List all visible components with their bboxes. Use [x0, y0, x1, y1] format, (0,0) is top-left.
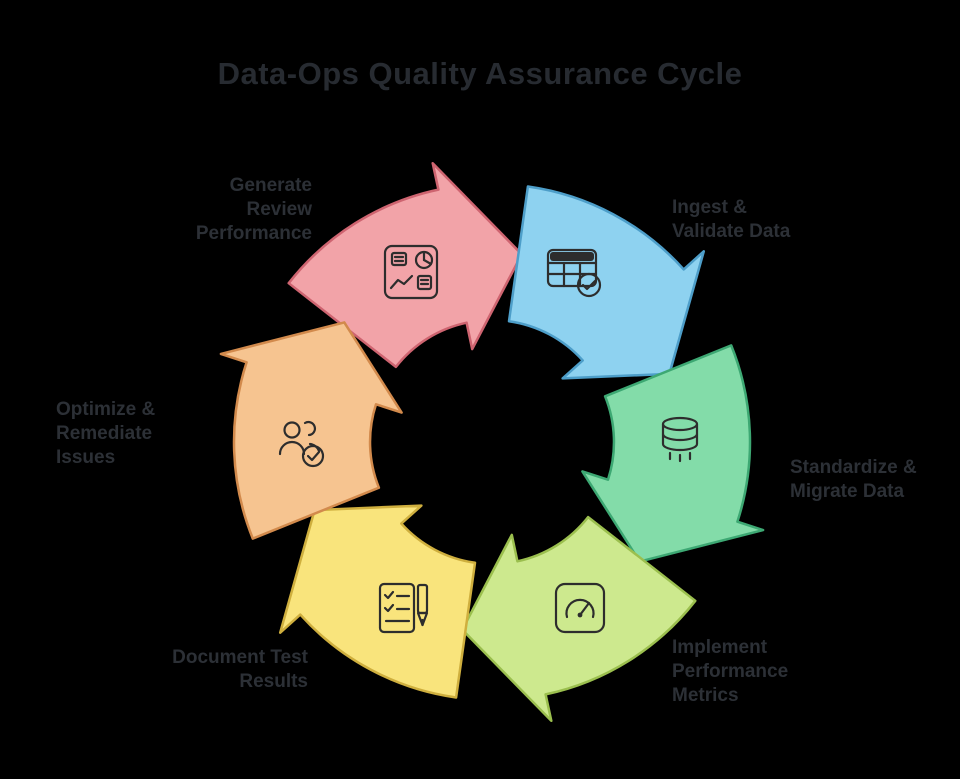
- segment-icons: [278, 244, 699, 634]
- ingest-validate-data-arrow: [507, 185, 706, 380]
- users-check-icon: [278, 420, 325, 468]
- label-line: Ingest &: [672, 197, 747, 218]
- table-check-icon: [546, 248, 602, 298]
- standardize-migrate-data-arrow: [581, 344, 765, 563]
- label-standardize-migrate-data: Standardize & Migrate Data: [790, 456, 917, 504]
- report-chart-icon: [383, 244, 439, 300]
- label-line: Generate: [229, 175, 312, 196]
- database-icon: [661, 416, 699, 463]
- label-line: Optimize &: [56, 399, 156, 420]
- label-line: Implement: [672, 637, 768, 658]
- label-line: Standardize &: [790, 457, 917, 478]
- implement-performance-metrics-arrow: [461, 515, 697, 723]
- label-line: Remediate: [56, 423, 153, 444]
- diagram-title: Data-Ops Quality Assurance Cycle: [217, 56, 743, 91]
- document-test-results-arrow: [278, 504, 477, 699]
- document-pen-icon: [378, 582, 429, 634]
- label-line: Validate Data: [672, 221, 791, 242]
- gauge-icon: [554, 582, 606, 634]
- label-line: Document Test: [172, 647, 308, 668]
- label-line: Results: [239, 671, 308, 692]
- label-document-test-results: Document Test Results: [172, 646, 308, 694]
- label-line: Review: [246, 199, 312, 220]
- label-ingest-validate-data: Ingest & Validate Data: [672, 196, 790, 244]
- label-line: Performance: [672, 661, 789, 682]
- label-line: Migrate Data: [790, 481, 905, 502]
- label-generate-review-performance: Generate Review Performance: [196, 174, 312, 246]
- label-line: Metrics: [672, 685, 739, 706]
- arrow-segments: [219, 161, 765, 723]
- label-implement-performance-metrics: Implement Performance Metrics: [672, 636, 788, 708]
- optimize-remediate-issues-arrow: [219, 321, 403, 540]
- label-line: Issues: [56, 447, 116, 468]
- label-optimize-remediate-issues: Optimize & Remediate Issues: [56, 398, 155, 470]
- label-line: Performance: [195, 223, 312, 244]
